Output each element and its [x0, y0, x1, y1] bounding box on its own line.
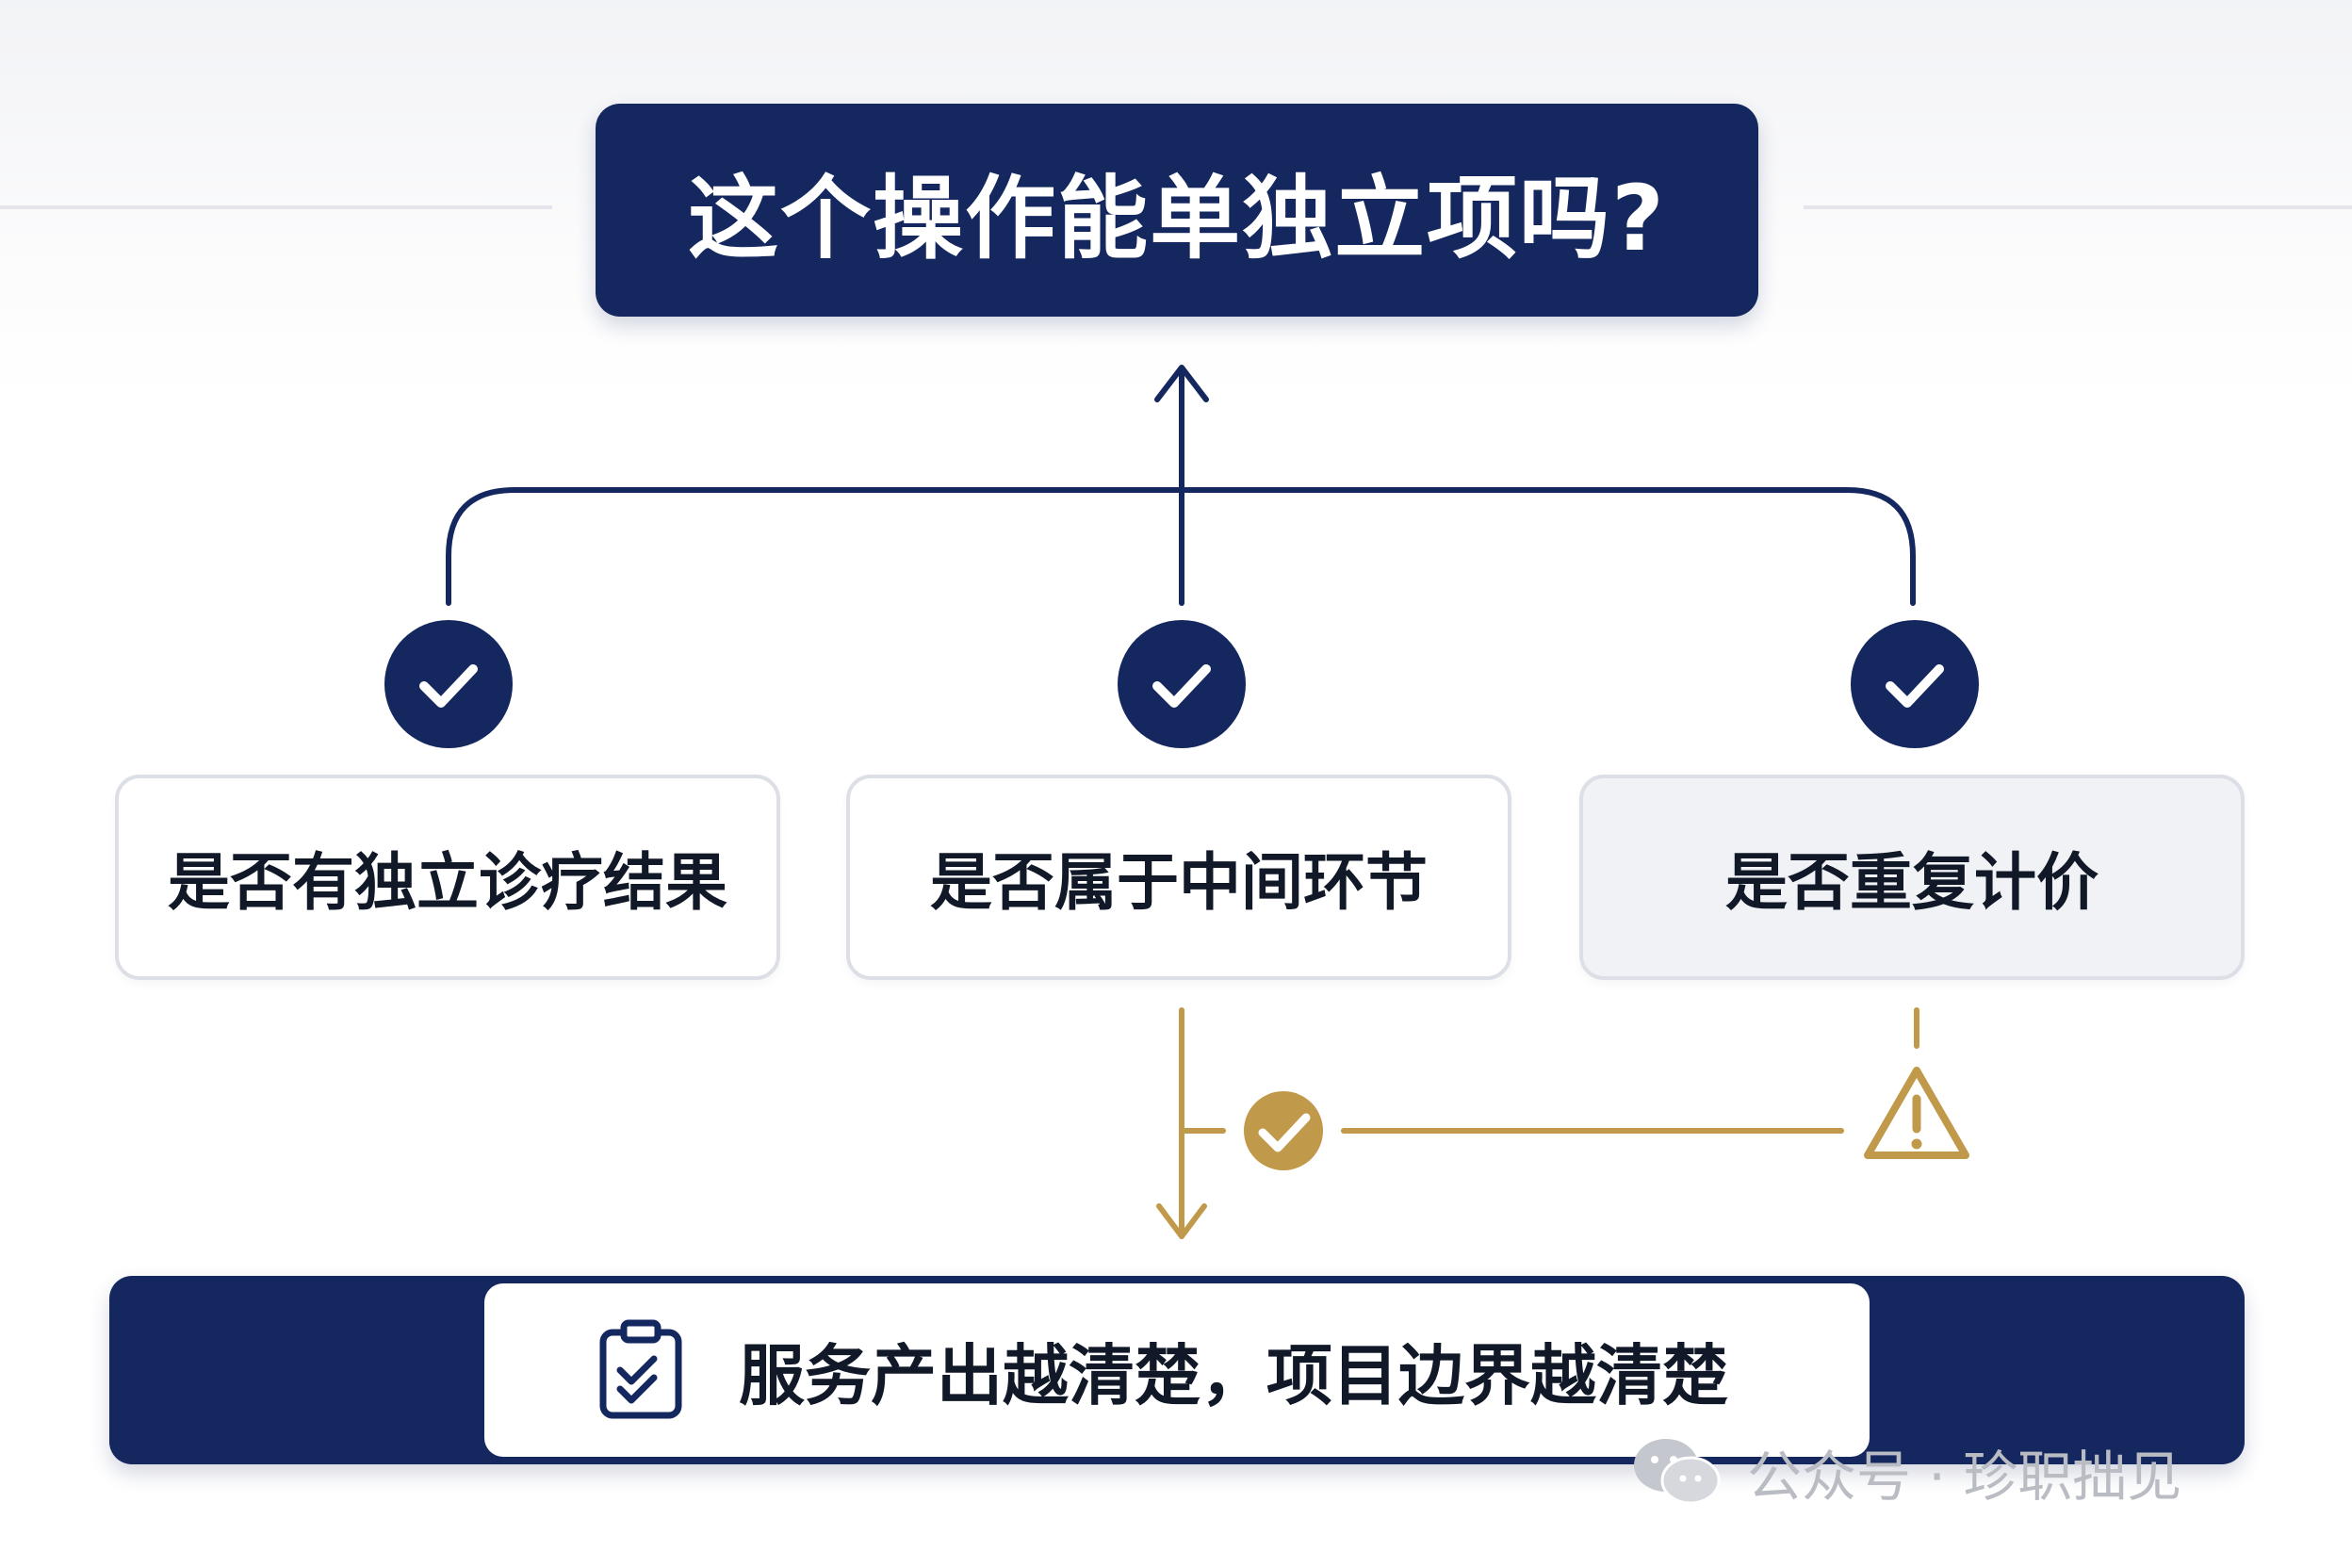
checkmark-icon [1886, 664, 1944, 708]
check-circle-icon [1244, 1091, 1323, 1170]
question-banner: 这个操作能单独立项吗? [596, 104, 1758, 317]
center-arrow-head [1154, 365, 1209, 402]
question-title: 这个操作能单独立项吗? [688, 165, 1666, 271]
checkmark-icon [419, 664, 478, 708]
clipboard-check-icon [599, 1319, 682, 1419]
criteria-label: 是否重复计价 [1725, 846, 2099, 919]
checkmark-icon [1152, 664, 1211, 708]
criteria-box-independent-result: 是否有独立诊疗结果 [115, 775, 780, 980]
watermark-text: 公众号 · 珍职拙见 [1747, 1445, 2182, 1509]
check-circle-2 [1118, 620, 1246, 748]
check-circle-3 [1851, 620, 1979, 748]
conclusion-text: 服务产出越清楚，项目边界越清楚 [739, 1336, 1728, 1414]
top-divider-left [0, 205, 552, 209]
watermark: 公众号 · 珍职拙见 [1630, 1434, 2181, 1510]
criteria-box-intermediate-step: 是否属于中间环节 [846, 775, 1511, 980]
check-circle-1 [384, 620, 513, 748]
gold-down-arrow-head [1156, 1203, 1207, 1239]
conclusion-card: 服务产出越清楚，项目边界越清楚 [484, 1283, 1870, 1457]
criteria-label: 是否属于中间环节 [930, 846, 1428, 919]
criteria-label: 是否有独立诊疗结果 [168, 846, 727, 919]
wechat-icon [1634, 1439, 1721, 1505]
top-divider-right [1804, 205, 2352, 209]
warning-triangle-icon [1864, 1067, 1969, 1159]
criteria-box-duplicate-pricing: 是否重复计价 [1579, 775, 2245, 980]
